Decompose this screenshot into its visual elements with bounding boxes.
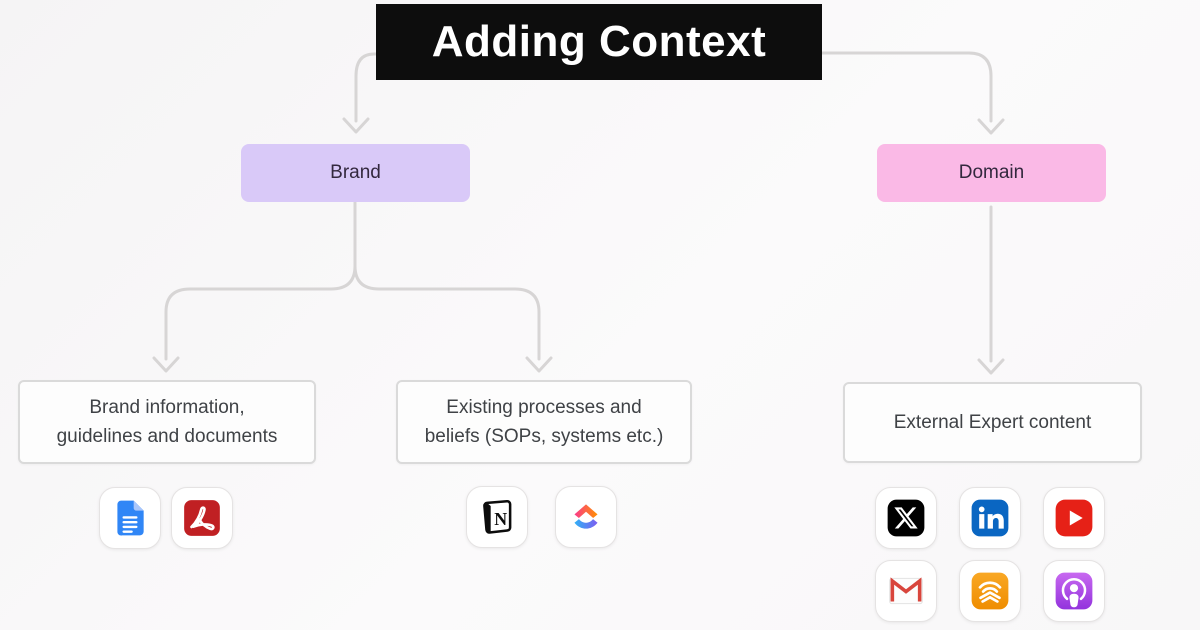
youtube-icon: [1043, 487, 1105, 549]
brand-node: Brand: [241, 144, 470, 202]
notion-icon: N: [466, 486, 528, 548]
domain-node: Domain: [877, 144, 1106, 202]
brand-info-icons: [99, 487, 233, 549]
processes-icons: N: [466, 486, 617, 548]
external-expert-leaf: External Expert content: [843, 382, 1142, 463]
diagram-title-label: Adding Context: [431, 17, 767, 66]
brand-info-leaf: Brand information, guidelines and docume…: [18, 380, 316, 464]
processes-line2: beliefs (SOPs, systems etc.): [424, 426, 664, 447]
processes-leaf: Existing processes and beliefs (SOPs, sy…: [396, 380, 692, 464]
svg-text:N: N: [494, 509, 507, 529]
processes-line1: Existing processes and: [446, 397, 642, 418]
clickup-icon: [555, 486, 617, 548]
linkedin-icon: [959, 487, 1021, 549]
external-expert-label: External Expert content: [893, 412, 1092, 433]
adobe-pdf-icon: [171, 487, 233, 549]
brand-info-line2: guidelines and documents: [56, 426, 278, 447]
gmail-icon: [875, 560, 937, 622]
domain-node-label: Domain: [958, 162, 1025, 183]
google-docs-icon: [99, 487, 161, 549]
diagram-title: Adding Context: [376, 4, 822, 80]
x-icon: [875, 487, 937, 549]
external-expert-icons: [875, 487, 1105, 622]
brand-info-line1: Brand information,: [89, 397, 245, 418]
brand-node-label: Brand: [330, 162, 381, 183]
audible-icon: [959, 560, 1021, 622]
apple-podcasts-icon: [1043, 560, 1105, 622]
